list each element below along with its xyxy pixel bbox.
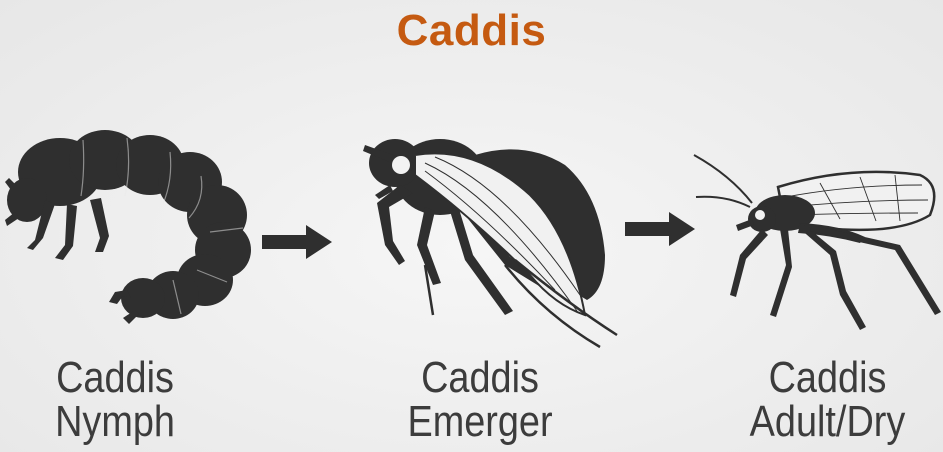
stage-caption-adult: Caddis Adult/Dry (731, 356, 925, 444)
arrow-right-icon (262, 225, 332, 259)
stage-caption-nymph: Caddis Nymph (20, 356, 209, 444)
stage-caption-emerger: Caddis Emerger (385, 356, 574, 444)
stage-caption-line2: Nymph (20, 400, 209, 444)
adult-silhouette-icon (690, 145, 943, 345)
arrow-right-icon (625, 212, 695, 246)
stage-caption-line2: Emerger (385, 400, 574, 444)
diagram-title: Caddis (0, 6, 943, 56)
nymph-silhouette-icon (5, 120, 255, 330)
stage-caption-line1: Caddis (731, 356, 925, 400)
stage-caption-line1: Caddis (385, 356, 574, 400)
emerger-silhouette-icon (355, 115, 625, 350)
stage-caption-line1: Caddis (20, 356, 209, 400)
stage-caption-line2: Adult/Dry (731, 400, 925, 444)
